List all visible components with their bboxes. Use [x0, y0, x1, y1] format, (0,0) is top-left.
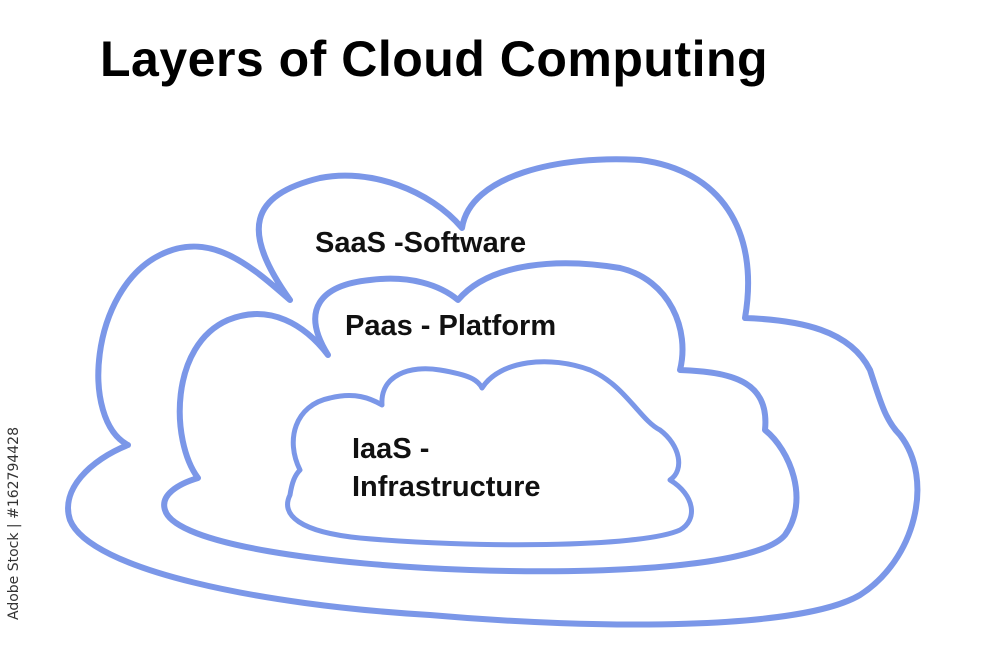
saas-layer-label: SaaS -Software: [315, 227, 527, 259]
iaas-label-line2: Infrastructure: [352, 471, 541, 503]
inner-cloud-iaas: [285, 359, 694, 548]
outer-cloud-saas: [65, 156, 921, 628]
middle-cloud-paas: [161, 260, 800, 575]
iaas-layer-label: IaaS - Infrastructure: [352, 430, 541, 506]
iaas-label-line1: IaaS -: [352, 433, 430, 465]
stock-id-watermark: Adobe Stock | #162794428: [2, 420, 24, 620]
paas-layer-label: Paas - Platform: [345, 310, 557, 342]
diagram-title: Layers of Cloud Computing: [100, 31, 769, 87]
stock-id-text: Adobe Stock | #162794428: [6, 427, 22, 620]
